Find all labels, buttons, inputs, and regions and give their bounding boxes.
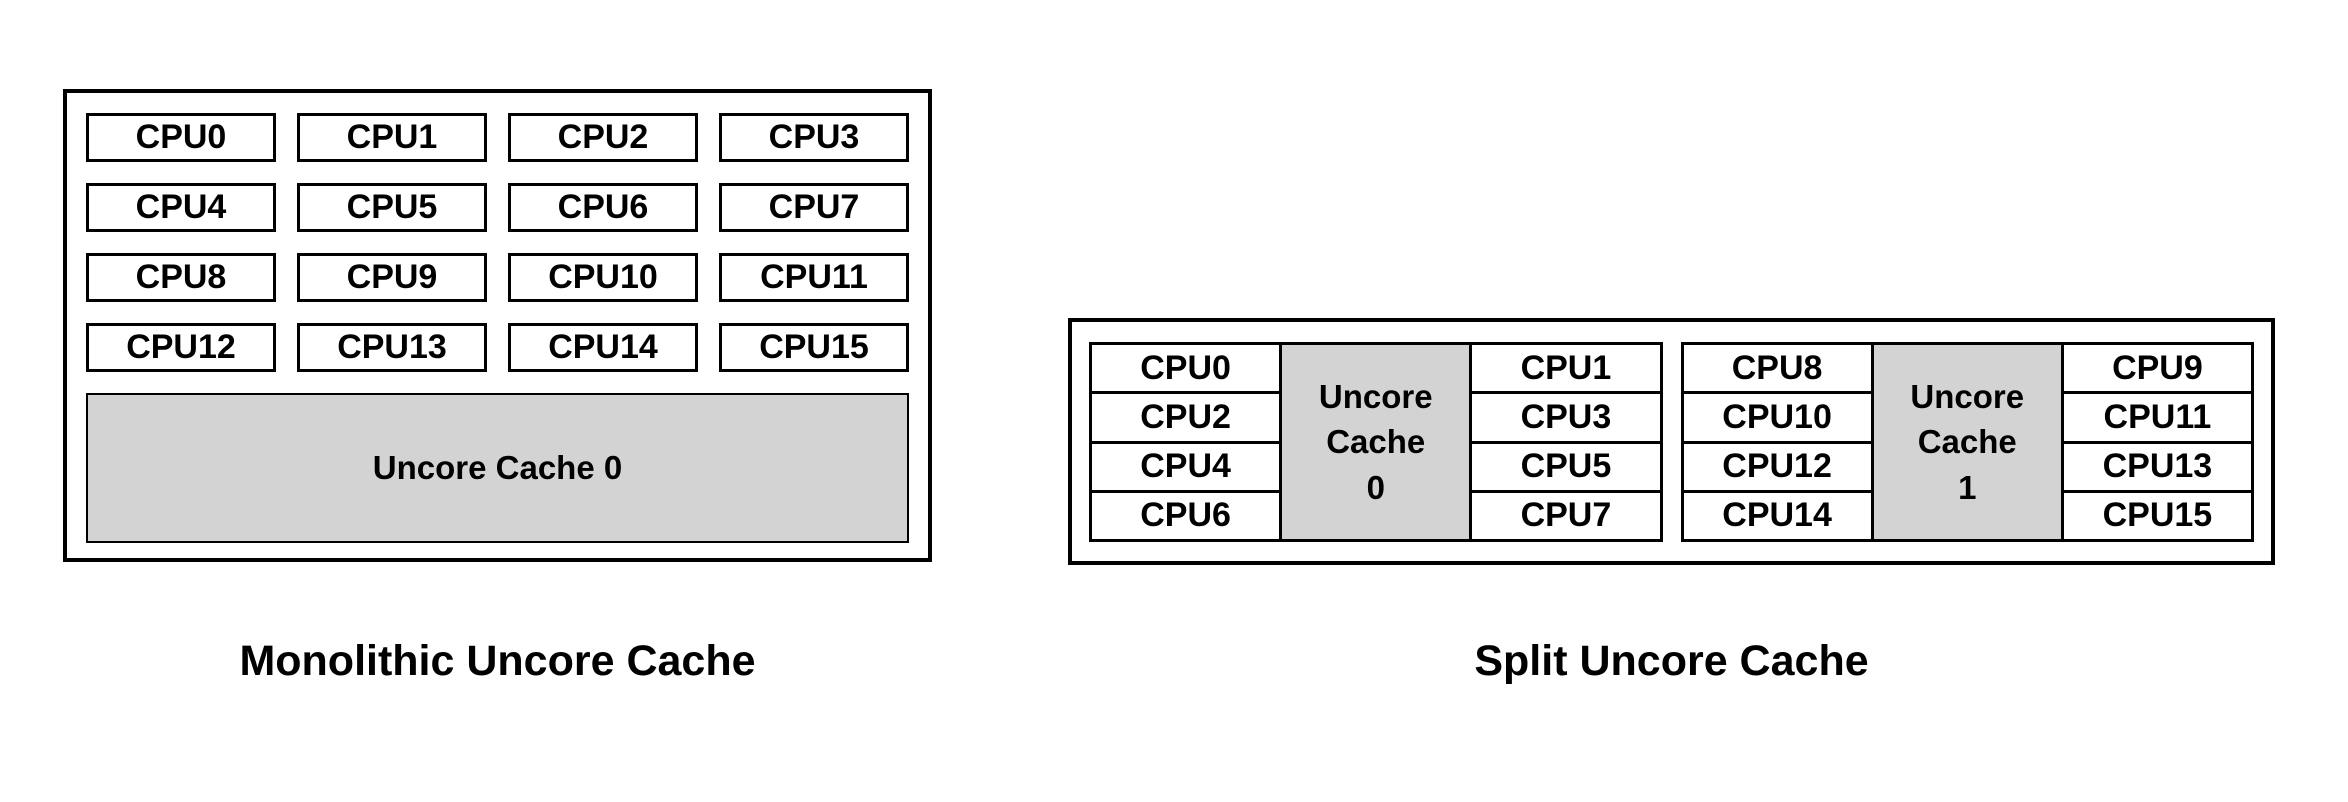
monolithic-cpu-grid: CPU0 CPU1 CPU2 CPU3 CPU4 CPU5 CPU6 CPU7 … — [86, 113, 909, 372]
cpu-cell: CPU9 — [2063, 345, 2251, 392]
uncore-cache-0-cell: Uncore Cache 0 — [1282, 345, 1470, 539]
cpu-box: CPU9 — [297, 253, 487, 302]
cpu-box: CPU2 — [508, 113, 698, 162]
cache-label-line: 0 — [1366, 468, 1385, 506]
cpu-box: CPU15 — [719, 323, 909, 372]
cache-label-line: 1 — [1958, 468, 1977, 506]
cpu-cell: CPU1 — [1472, 345, 1660, 392]
cpu-box: CPU5 — [297, 183, 487, 232]
cache-label-line: Cache — [1917, 423, 2017, 461]
split-diagram: CPU0 Uncore Cache 0 CPU1 CPU2 CPU3 CPU4 … — [1068, 318, 2275, 565]
cpu-box: CPU13 — [297, 323, 487, 372]
cpu-box: CPU7 — [719, 183, 909, 232]
cpu-cell: CPU4 — [1092, 443, 1280, 490]
split-caption: Split Uncore Cache — [1474, 637, 1869, 685]
cpu-box: CPU1 — [297, 113, 487, 162]
cache-label-line: Cache — [1326, 423, 1426, 461]
cpu-cell: CPU7 — [1472, 492, 1660, 539]
uncore-cache-1-cell: Uncore Cache 1 — [1873, 345, 2061, 539]
cache-label-line: Uncore — [1910, 377, 2025, 415]
split-cluster-0: CPU0 Uncore Cache 0 CPU1 CPU2 CPU3 CPU4 … — [1089, 342, 1663, 542]
cpu-box: CPU4 — [86, 183, 276, 232]
cpu-cell: CPU3 — [1472, 394, 1660, 441]
monolithic-caption: Monolithic Uncore Cache — [239, 637, 756, 685]
cpu-box: CPU12 — [86, 323, 276, 372]
cpu-box: CPU0 — [86, 113, 276, 162]
cpu-cell: CPU11 — [2063, 394, 2251, 441]
cpu-box: CPU8 — [86, 253, 276, 302]
cpu-cell: CPU12 — [1683, 443, 1871, 490]
cpu-cell: CPU5 — [1472, 443, 1660, 490]
cpu-cell: CPU13 — [2063, 443, 2251, 490]
cpu-cell: CPU6 — [1092, 492, 1280, 539]
monolithic-diagram: CPU0 CPU1 CPU2 CPU3 CPU4 CPU5 CPU6 CPU7 … — [63, 89, 932, 562]
cpu-cell: CPU0 — [1092, 345, 1280, 392]
cpu-cell: CPU2 — [1092, 394, 1280, 441]
cpu-cell: CPU8 — [1683, 345, 1871, 392]
split-cluster-1: CPU8 Uncore Cache 1 CPU9 CPU10 CPU11 CPU… — [1680, 342, 2254, 542]
uncore-cache-0-box: Uncore Cache 0 — [86, 393, 909, 543]
cpu-cell: CPU15 — [2063, 492, 2251, 539]
cpu-cell: CPU14 — [1683, 492, 1871, 539]
cpu-box: CPU6 — [508, 183, 698, 232]
cpu-cell: CPU10 — [1683, 394, 1871, 441]
cpu-box: CPU14 — [508, 323, 698, 372]
cpu-box: CPU11 — [719, 253, 909, 302]
cpu-box: CPU10 — [508, 253, 698, 302]
cpu-box: CPU3 — [719, 113, 909, 162]
cache-label-line: Uncore — [1318, 377, 1433, 415]
